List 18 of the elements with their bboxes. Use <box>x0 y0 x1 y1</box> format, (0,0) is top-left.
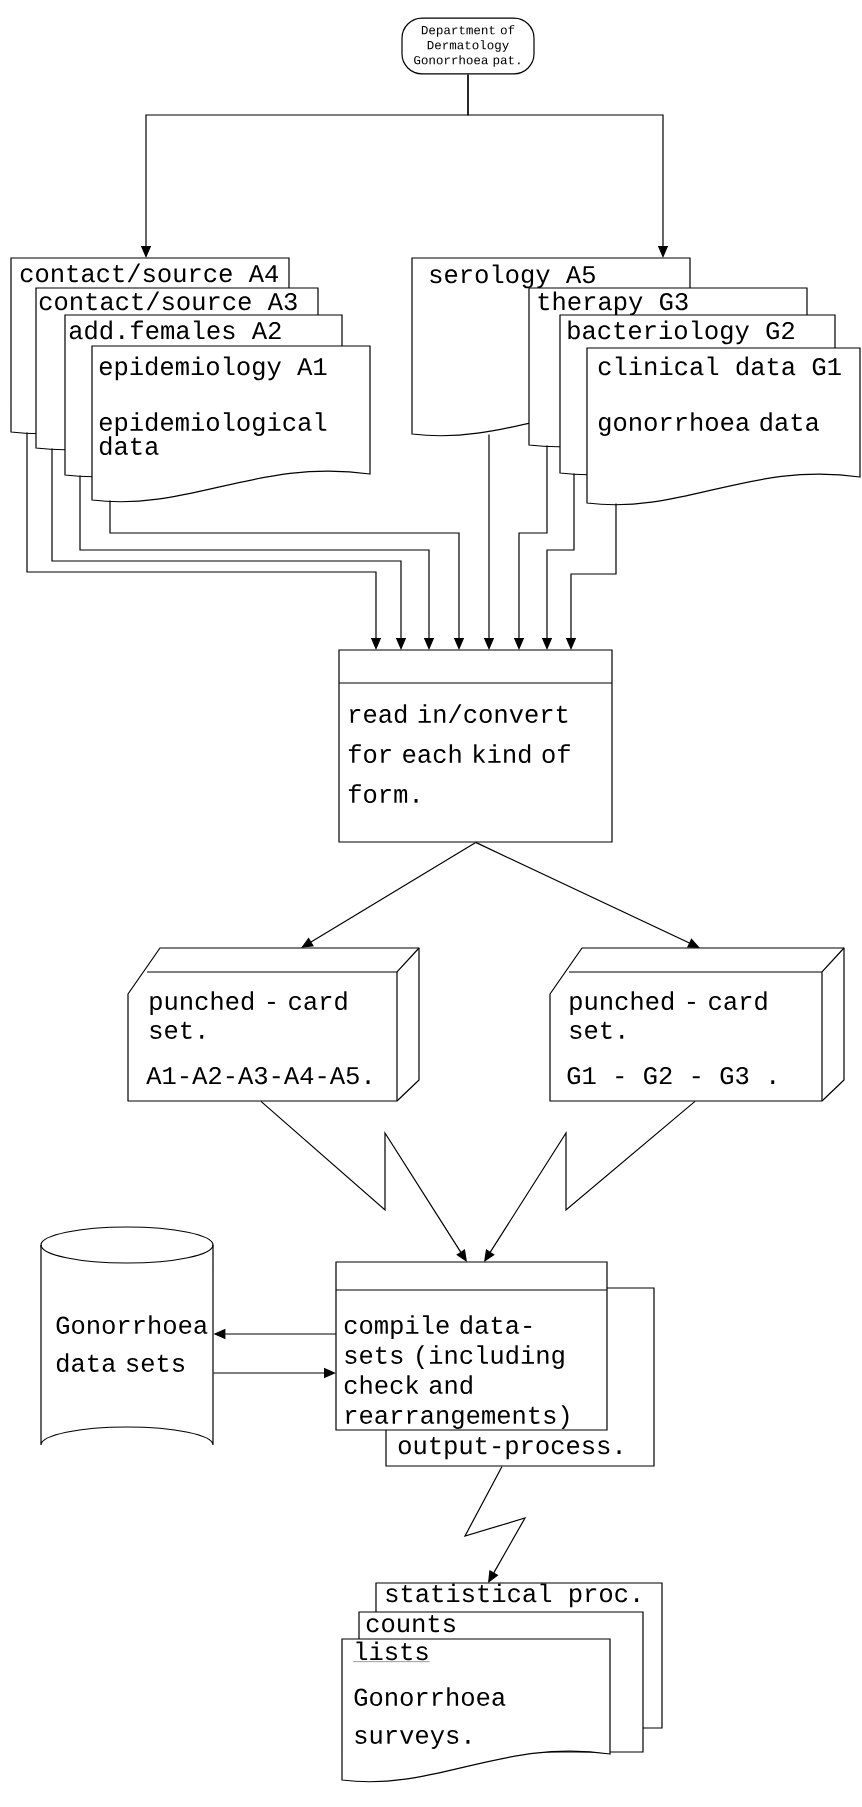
arrow <box>301 841 477 948</box>
process-box: compile data-sets (including check and rearrangements) <box>335 1261 608 1431</box>
arrow <box>79 474 435 650</box>
document-form: clinical data G1 gonorrhoea data <box>586 347 861 506</box>
arrow <box>109 499 465 650</box>
storage-cylinder: Gonorrhoea data sets <box>40 1226 214 1446</box>
document-form: lists Gonorrhoea surveys. <box>341 1638 611 1783</box>
zigzag-arrow <box>260 1100 467 1262</box>
zigzag-arrow <box>484 1100 696 1262</box>
card-deck: punched - card set. A1-A2-A3-A4-A5. <box>127 947 420 1102</box>
arrow <box>475 841 700 948</box>
card-deck: punched - card set. G1 - G2 - G3 . <box>549 947 845 1102</box>
document-form: epidemiology A1 epidemiological data <box>91 345 371 503</box>
process-box: read in/convert for each kind of form. <box>338 649 613 843</box>
arrow <box>26 431 382 650</box>
arrow <box>51 447 407 650</box>
zigzag-arrow <box>463 1465 527 1583</box>
arrow <box>467 73 669 258</box>
